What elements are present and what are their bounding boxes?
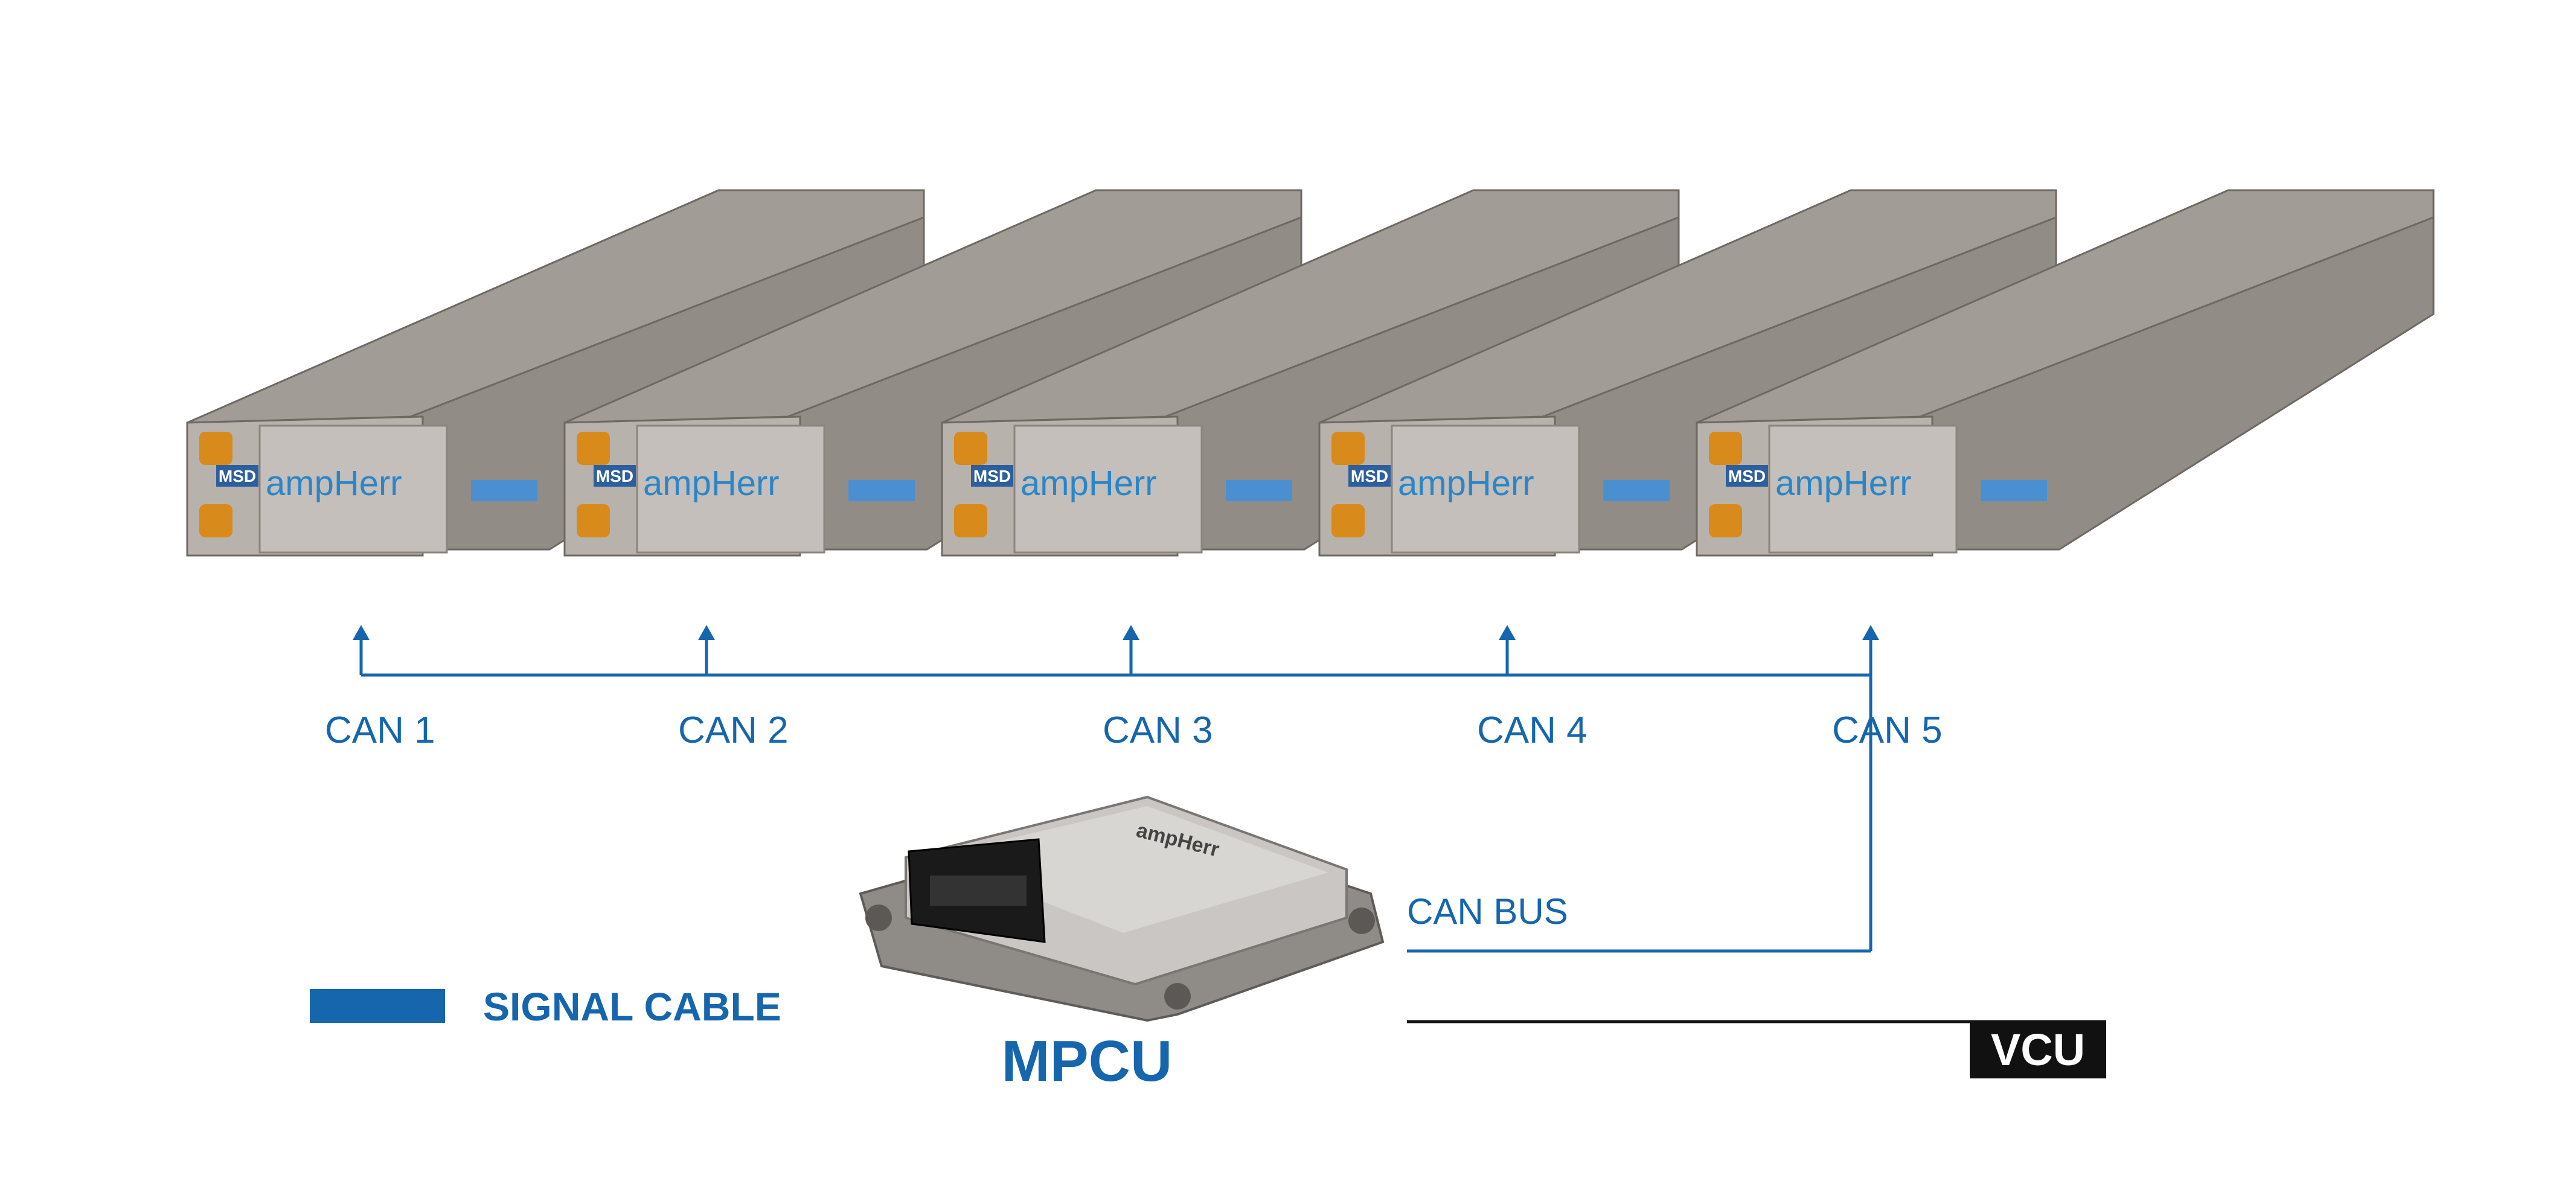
mpcu-label: MPCU (1002, 1029, 1173, 1094)
can-label-4: CAN 4 (1477, 709, 1588, 751)
module-msd-badge (971, 465, 1013, 487)
module-brand: ampHerr (1775, 464, 1912, 503)
can-label-5: CAN 5 (1832, 709, 1943, 751)
module-connector (199, 504, 232, 537)
can-labels: CAN 1 CAN 2 CAN 3 CAN 4 CAN 5 (325, 709, 1943, 751)
can-label-2: CAN 2 (678, 709, 789, 751)
module-msd-badge (594, 465, 636, 487)
module-connector (954, 432, 987, 465)
module-msd-label: MSD (973, 467, 1011, 485)
legend-label: SIGNAL CABLE (483, 984, 781, 1029)
legend: SIGNAL CABLE (310, 984, 781, 1029)
can-label-3: CAN 3 (1103, 709, 1213, 751)
module-connector (954, 504, 987, 537)
module-msd-badge (216, 465, 258, 487)
module-msd-badge (1348, 465, 1391, 487)
mpcu-mount-hole (1348, 908, 1375, 934)
can-arrow-1 (353, 625, 370, 640)
can-arrow-4 (1499, 625, 1516, 640)
legend-swatch (310, 989, 445, 1023)
module-msd-label: MSD (596, 467, 633, 485)
module-front-plate (1768, 424, 1958, 554)
module-brand: ampHerr (266, 464, 402, 503)
mpcu-mount-hole (865, 905, 892, 931)
can-arrow-5 (1862, 625, 1879, 640)
module-msd-label: MSD (1351, 467, 1388, 485)
module-msd-label: MSD (219, 467, 256, 485)
module-msd-label: MSD (1728, 467, 1766, 485)
module-front-plate (1013, 424, 1203, 554)
module-front-plate (1391, 424, 1580, 554)
module-connector (1709, 504, 1742, 537)
module-msd-badge (1726, 465, 1768, 487)
can-arrow-2 (698, 625, 715, 640)
battery-module-5: MSD ampHerr (1696, 189, 2435, 557)
battery-modules: MSD ampHerr MSD ampHerr MSD ampHerr MSD ampHerr… (186, 189, 2435, 557)
vcu-label: VCU (1991, 1025, 2085, 1075)
module-connector (1331, 432, 1365, 465)
signal-cable-network (361, 628, 1873, 953)
module-front-plate (636, 424, 825, 554)
module-label-strip (1226, 480, 1292, 501)
module-connector (577, 504, 610, 537)
module-brand: ampHerr (1020, 464, 1157, 503)
module-connector (1709, 432, 1742, 465)
module-brand: ampHerr (643, 464, 780, 503)
module-label-strip (1603, 480, 1670, 501)
mpcu-controller: ampHerr (859, 795, 1385, 1022)
mpcu-mount-hole (1164, 983, 1191, 1010)
module-front-plate (258, 424, 448, 554)
module-brand: ampHerr (1398, 464, 1534, 503)
module-label-strip (471, 480, 537, 501)
can-bus-label: CAN BUS (1407, 891, 1568, 932)
mpcu-connector-pins (930, 876, 1027, 906)
module-connector (1331, 504, 1365, 537)
mpcu-top (930, 806, 1328, 933)
module-connector (199, 432, 232, 465)
module-label-strip (1981, 480, 2047, 501)
module-label-strip (848, 480, 915, 501)
can-arrow-3 (1123, 625, 1139, 640)
vcu-badge (1970, 1020, 2106, 1078)
can-label-1: CAN 1 (325, 709, 435, 751)
module-connector (577, 432, 610, 465)
can-drop-lines (353, 625, 1879, 675)
